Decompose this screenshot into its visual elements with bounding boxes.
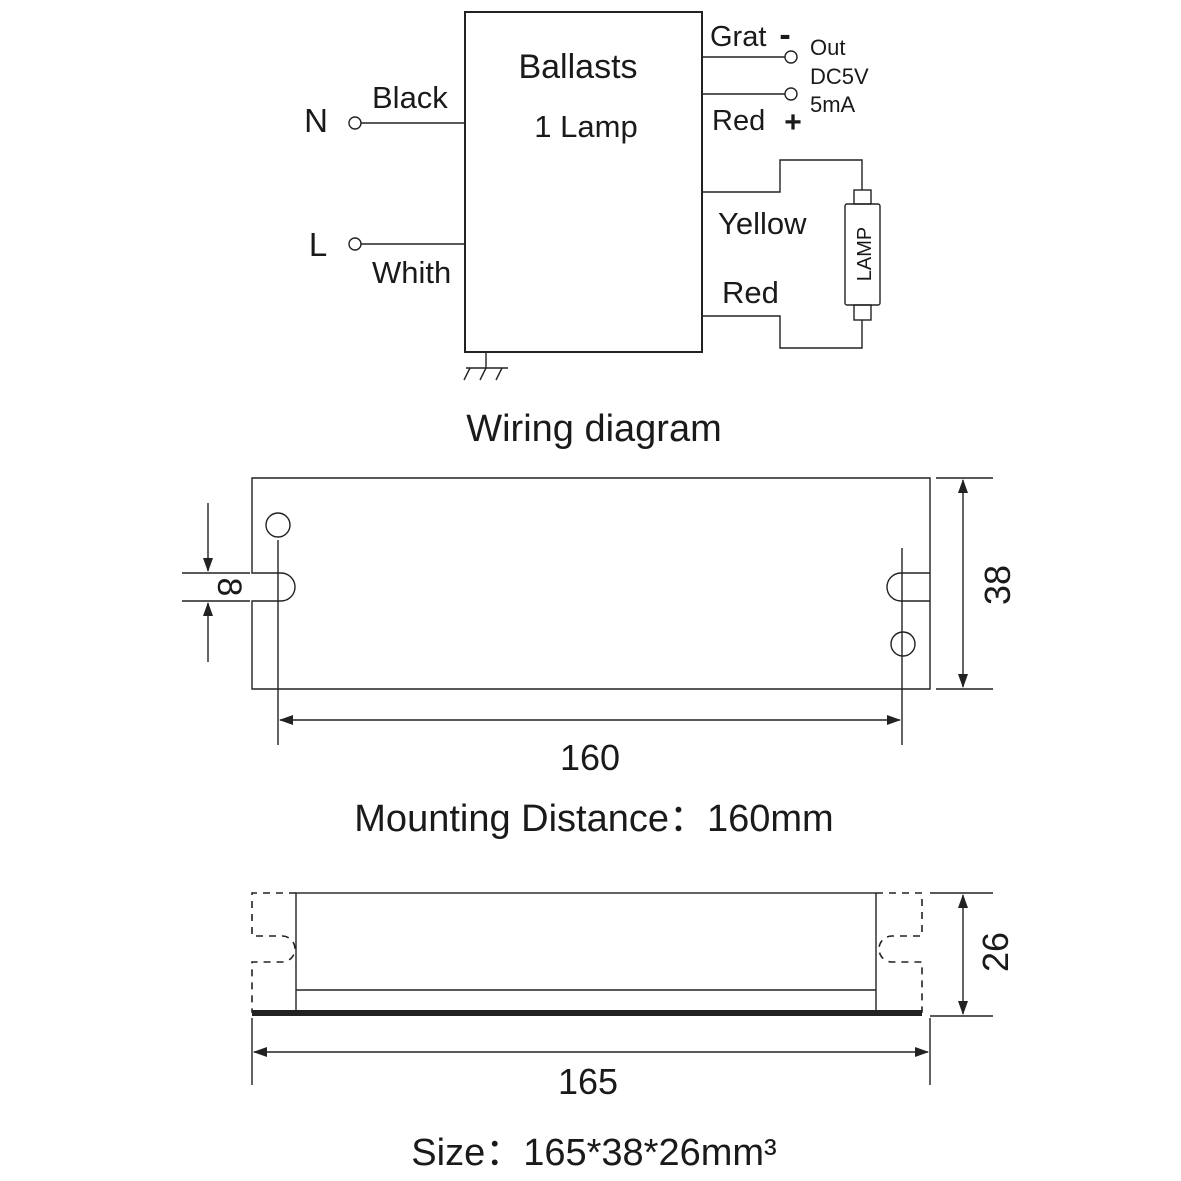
left-tab-outline	[251, 892, 296, 1013]
yellow-wire-label: Yellow	[718, 206, 807, 241]
out-plus-terminal	[784, 87, 798, 101]
neutral-label: N	[304, 102, 328, 139]
dim-height-label: 38	[977, 565, 1018, 605]
mounting-drawing: 8 38 160 Mounting Distance：160mm	[182, 477, 1018, 840]
black-wire-label: Black	[372, 80, 448, 115]
size-drawing: 26 165 Size：165*38*26mm³	[251, 892, 1016, 1174]
ballast-body-side	[295, 892, 877, 1013]
dim-length-label: 165	[558, 1061, 618, 1102]
ballast-title: Ballasts	[518, 48, 637, 86]
red-out-wire-label: Red	[712, 105, 765, 137]
red-lamp-wire-line	[702, 315, 863, 349]
live-label: L	[309, 226, 327, 263]
dim-side-height-label: 26	[975, 932, 1016, 972]
white-wire-label: Whith	[372, 255, 451, 290]
current-label: 5mA	[810, 92, 856, 117]
size-caption: Size：165*38*26mm³	[411, 1132, 776, 1174]
minus-sign: -	[779, 16, 790, 54]
mounting-hole-right	[890, 631, 916, 657]
ballast-base-plate	[252, 1010, 922, 1016]
neutral-terminal	[348, 116, 362, 130]
wiring-caption: Wiring diagram	[466, 408, 722, 450]
lamp-symbol: LAMP	[844, 189, 881, 321]
mounting-hole-left	[265, 512, 291, 538]
out-label: Out	[810, 35, 845, 60]
right-tab-outline	[876, 892, 923, 1013]
red-lamp-wire-label: Red	[722, 275, 779, 310]
out-minus-terminal	[784, 50, 798, 64]
yellow-wire-line	[702, 159, 863, 193]
mounting-caption: Mounting Distance：160mm	[354, 798, 833, 840]
mounting-plate-outline	[251, 477, 931, 690]
ground-symbol	[463, 352, 508, 381]
ballast-subtitle: 1 Lamp	[534, 109, 637, 144]
ballast-box	[464, 11, 703, 353]
grat-wire-label: Grat	[710, 21, 766, 53]
plus-sign: +	[784, 106, 802, 139]
lamp-label: LAMP	[854, 227, 876, 281]
dim-slot-label: 8	[210, 578, 248, 597]
live-terminal	[348, 237, 362, 251]
wiring-diagram: Ballasts 1 Lamp N Black L Whith Grat - R…	[304, 11, 881, 450]
voltage-label: DC5V	[810, 64, 869, 89]
dim-mount-label: 160	[560, 737, 620, 778]
